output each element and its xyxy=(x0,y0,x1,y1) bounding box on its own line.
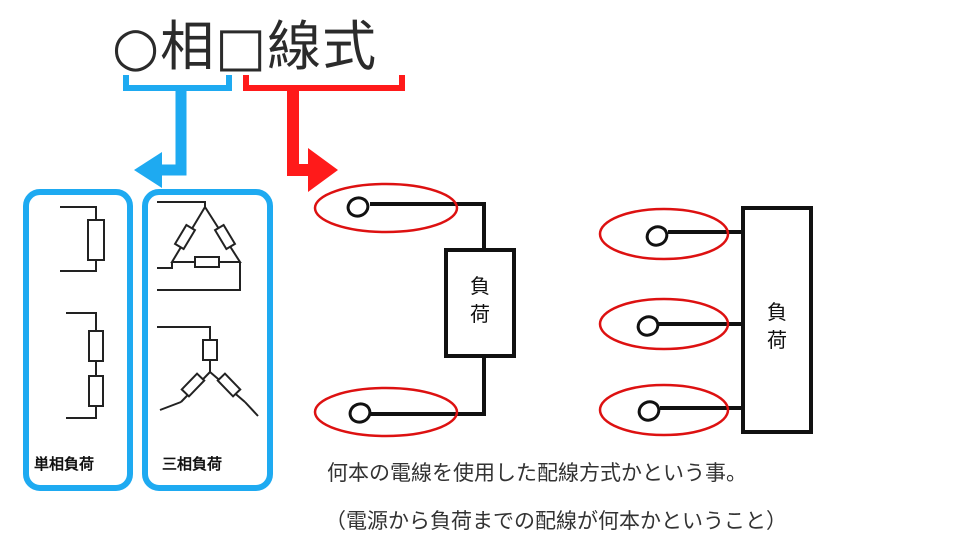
wire-highlight-2 xyxy=(598,297,730,351)
wire-highlight-1 xyxy=(598,207,730,261)
three-phase-star-load xyxy=(157,326,259,417)
single-phase-load-2 xyxy=(66,312,104,419)
three-wire-terminals xyxy=(636,225,669,422)
wire-highlight-3 xyxy=(598,383,730,437)
three-phase-delta-load xyxy=(157,201,242,291)
two-wire-terminals xyxy=(346,196,372,424)
three-phase-label: 三相負荷 xyxy=(162,455,223,473)
load-label-3wire-char-2: 荷 xyxy=(767,328,787,352)
three-wire-circuit xyxy=(658,206,813,434)
three-phase-box xyxy=(142,189,273,491)
phase-arrow xyxy=(134,88,187,188)
load-label-3wire-char-1: 負 xyxy=(767,300,787,324)
wire-highlight-top xyxy=(313,182,459,234)
single-phase-load-1 xyxy=(60,206,105,272)
wire-arrow xyxy=(287,88,338,192)
two-wire-circuit xyxy=(370,202,516,416)
load-label-2wire-char-1: 負 xyxy=(470,274,490,298)
single-phase-box xyxy=(23,189,133,491)
wire-highlight-bottom xyxy=(313,386,459,438)
page-title: ○相□線式 xyxy=(112,15,378,78)
explanation-line-2: （電源から負荷までの配線が何本かということ） xyxy=(325,509,787,533)
load-label-2wire-char-2: 荷 xyxy=(470,302,490,326)
single-phase-label: 単相負荷 xyxy=(34,455,95,473)
explanation-line-1: 何本の電線を使用した配線方式かという事。 xyxy=(327,461,747,485)
wire-bracket xyxy=(243,75,405,91)
